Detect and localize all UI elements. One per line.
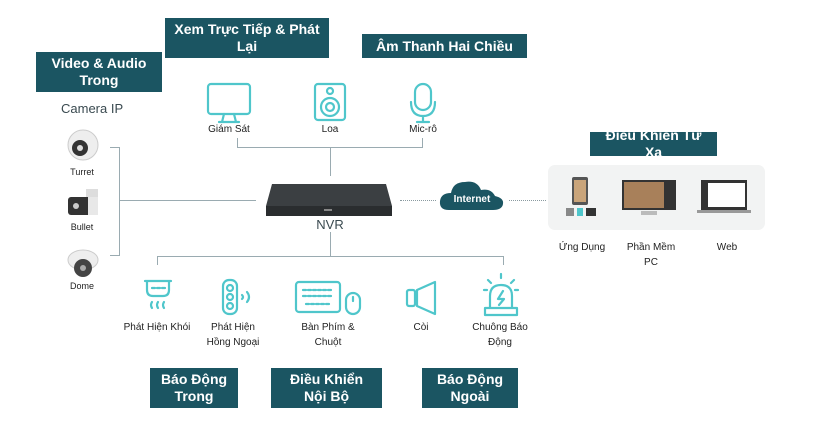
output-label: Loa [321,124,339,135]
infrared-detector-icon [221,278,251,316]
banner-internal-alarm: Báo Động Trong [150,368,238,408]
remote-label: Phần Mềm PC [626,242,676,268]
smoke-detector-icon [143,279,173,310]
connector-line [110,255,120,256]
connector-line [110,147,120,148]
nvr-label: NVR [316,217,344,232]
output-label: Giám Sát [208,124,250,135]
remote-label: Web [716,242,738,253]
peripheral-label: Còi [413,322,429,333]
connector-line [157,256,158,265]
camera-label: Turret [70,167,94,177]
siren-speaker-icon [405,280,437,316]
keyboard-mouse-icon [294,280,362,316]
connector-line [503,256,504,265]
connector-line [330,147,331,176]
peripheral-label: Chuông Báo Động [472,322,528,348]
mobile-app-icon [566,177,596,216]
peripheral-label: Phát Hiện Khói [123,322,191,333]
nvr-device-icon [266,184,392,216]
remote-label: Ứng Dụng [558,242,606,253]
bullet-camera-icon [68,189,98,215]
pc-software-icon [622,180,676,215]
connector-line [157,256,504,257]
connector-line [330,232,331,256]
connector-line [120,200,256,201]
alarm-bell-icon [482,272,520,317]
banner-external-alarm: Báo Động Ngoài [422,368,518,408]
internet-label: Internet [453,194,491,205]
microphone-icon [409,82,437,124]
connector-line [422,138,423,148]
speaker-icon [313,82,347,122]
camera-ip-title: Camera IP [61,101,124,116]
dotted-connector [400,200,436,201]
web-laptop-icon [697,180,751,213]
connector-line [237,138,238,148]
monitor-icon [206,82,252,124]
output-label: Mic-rô [409,124,437,135]
cloud-icon [439,181,504,210]
banner-video-audio: Video & Audio Trong [36,52,162,92]
camera-label: Bullet [70,222,94,232]
camera-label: Dome [69,281,95,291]
turret-camera-icon [67,129,99,161]
dome-camera-icon [67,249,99,277]
connector-line [119,147,120,256]
peripheral-label: Phát Hiện Hồng Ngoại [206,322,260,348]
banner-remote-control: Điều Khiển Từ Xa [590,127,717,160]
dotted-connector [509,200,546,201]
banner-two-way-audio: Âm Thanh Hai Chiều [362,34,527,58]
banner-live-playback: Xem Trực Tiếp & Phát Lại [165,18,329,58]
peripheral-label: Bàn Phím & Chuột [301,322,355,348]
banner-local-control: Điều Khiển Nội Bộ [271,368,382,408]
